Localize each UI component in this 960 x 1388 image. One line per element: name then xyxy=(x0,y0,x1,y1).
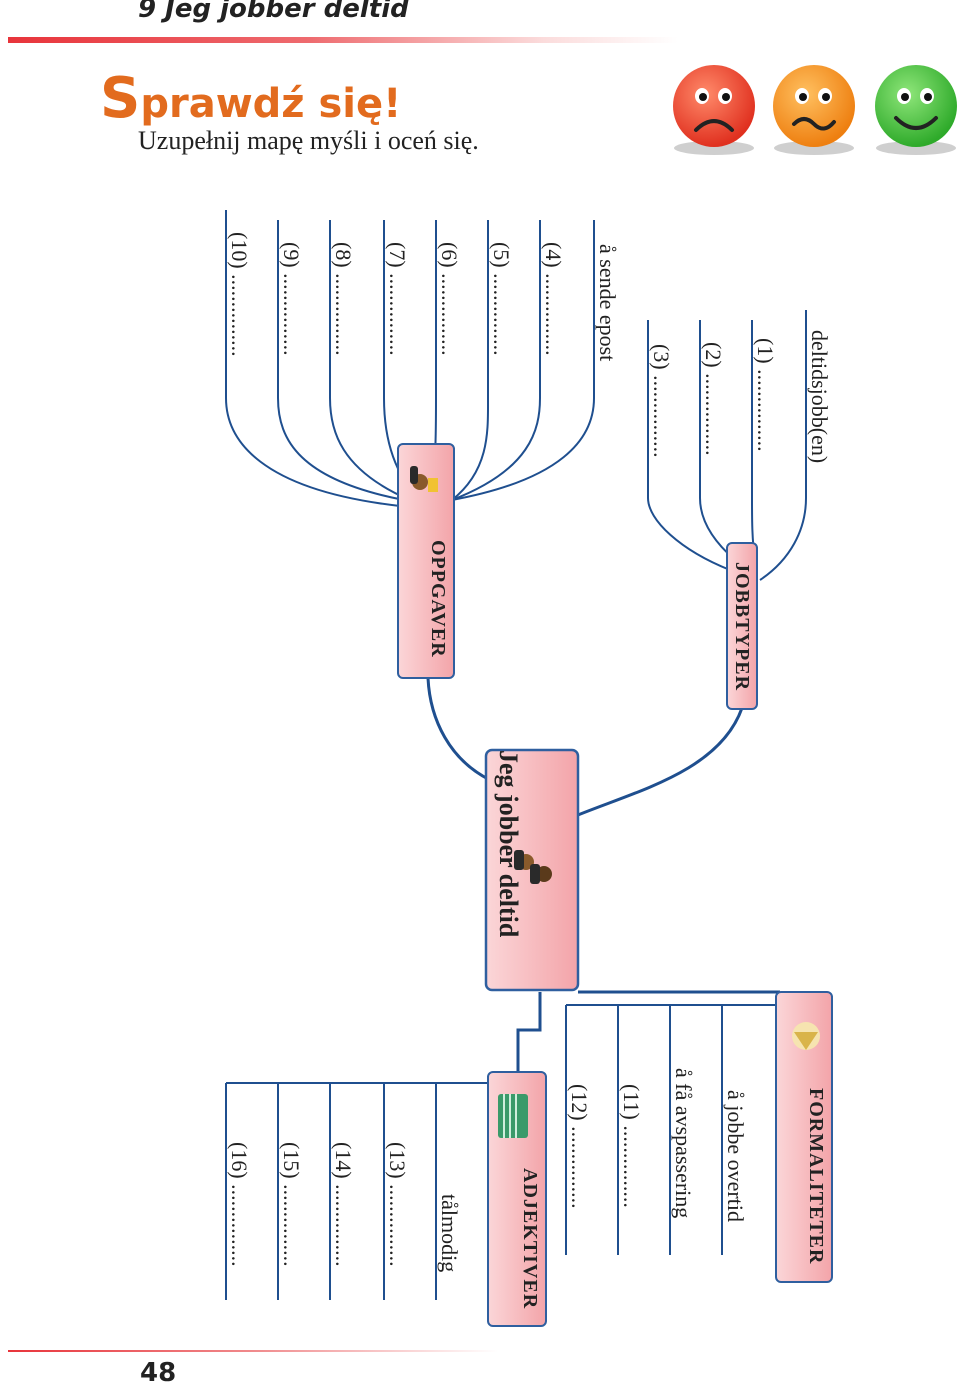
oppgaver-label: OPPGAVER xyxy=(427,540,449,658)
oppgaver-item[interactable]: (8) ............... xyxy=(331,242,356,356)
oppgaver-item[interactable]: (4) ............... xyxy=(541,242,566,356)
adjektiver-label: ADJEKTIVER xyxy=(519,1168,541,1309)
oppgaver-node: OPPGAVER xyxy=(397,443,455,679)
formaliteter-item: å jobbe overtid xyxy=(723,1090,748,1222)
neutral-face-icon[interactable] xyxy=(773,65,855,155)
jobbtyper-item[interactable]: (2) ............... xyxy=(701,342,726,456)
oppgaver-item[interactable]: (10) ............... xyxy=(227,232,252,357)
header-divider xyxy=(8,37,678,43)
mindmap-center-node: Jeg jobber deltid xyxy=(484,748,580,992)
page-number: 48 xyxy=(140,1358,177,1388)
title-initial: S xyxy=(100,66,141,131)
oppgaver-item[interactable]: (9) ............... xyxy=(279,242,304,356)
officer-icon xyxy=(792,1022,820,1050)
jobbtyper-item[interactable]: (3) ............... xyxy=(649,344,674,458)
adjektiver-item[interactable]: (14) ............... xyxy=(331,1142,356,1267)
book-icon xyxy=(498,1094,528,1138)
formaliteter-label: FORMALITETER xyxy=(805,1088,827,1264)
exercise-title: Sprawdź się! xyxy=(100,66,401,131)
center-node-label: Jeg jobber deltid xyxy=(494,750,523,938)
oppgaver-item[interactable]: (7) ............... xyxy=(385,242,410,356)
formaliteter-item[interactable]: (11) ............... xyxy=(619,1084,644,1208)
exercise-instruction: Uzupełnij mapę myśli i oceń się. xyxy=(138,126,479,155)
sad-face-icon[interactable] xyxy=(673,65,755,155)
chapter-title: 9 Jeg jobber deltid xyxy=(138,0,409,24)
oppgaver-item[interactable]: (5) ............... xyxy=(489,242,514,356)
formaliteter-item: å få avspassering xyxy=(671,1068,696,1218)
adjektiver-item[interactable]: (16) ............... xyxy=(227,1142,252,1267)
jobbtyper-label: JOBBTYPER xyxy=(731,562,753,691)
people-icon xyxy=(514,850,552,884)
jobbtyper-node: JOBBTYPER xyxy=(726,542,758,710)
formaliteter-node: FORMALITETER xyxy=(775,991,833,1283)
jobbtyper-item: deltidsjobb(en) xyxy=(807,330,832,463)
adjektiver-item: tålmodig xyxy=(437,1194,462,1272)
adjektiver-item[interactable]: (13) ............... xyxy=(385,1142,410,1267)
title-rest: prawdź się! xyxy=(140,81,402,127)
oppgaver-item[interactable]: (6) ............... xyxy=(437,242,462,356)
footer-divider xyxy=(8,1350,498,1352)
formaliteter-item[interactable]: (12) ............... xyxy=(567,1084,592,1209)
jobbtyper-item[interactable]: (1) ............... xyxy=(753,338,778,452)
worker-icon xyxy=(410,466,438,492)
adjektiver-node: ADJEKTIVER xyxy=(487,1071,547,1327)
adjektiver-item[interactable]: (15) ............... xyxy=(279,1142,304,1267)
self-rating-faces xyxy=(673,65,957,155)
oppgaver-item: å sende epost xyxy=(595,244,620,361)
happy-face-icon[interactable] xyxy=(875,65,957,155)
